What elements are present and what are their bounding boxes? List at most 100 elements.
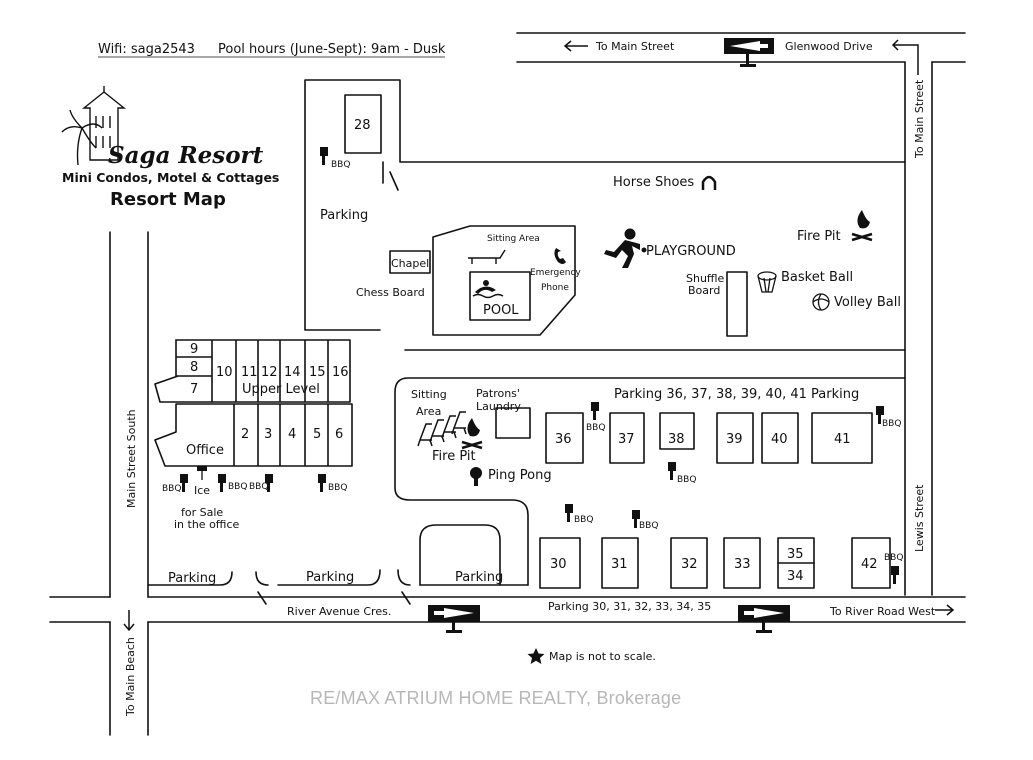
chess-board-label: Chess Board: [356, 286, 425, 299]
bbq-grill-icon: [218, 474, 226, 492]
north-lot-outline: [304, 79, 906, 331]
ping-pong-icon: [470, 467, 482, 486]
phone-icon: [554, 248, 566, 264]
bbq-label: BBQ: [228, 482, 247, 492]
volley-ball-label: Volley Ball: [834, 295, 901, 310]
unit-2: 2: [241, 427, 249, 442]
unit-12: 12: [261, 365, 278, 380]
bbq-grill-icon: [591, 402, 599, 420]
central-block-outline: [394, 377, 906, 586]
one-way-sign-icon: [724, 38, 774, 67]
pool-rect: [469, 271, 531, 321]
brand-tagline: Mini Condos, Motel & Cottages: [62, 170, 279, 185]
unit-40: 40: [771, 432, 788, 447]
unit-30: 30: [550, 557, 567, 572]
bbq-label: BBQ: [884, 553, 903, 563]
chapel-box: [389, 250, 431, 274]
bbq-label: BBQ: [586, 423, 605, 433]
emergency-label: Emergency: [530, 268, 581, 278]
laundry-label: Laundry: [476, 400, 521, 413]
resort-tower-logo: [82, 86, 126, 161]
bbq-grill-icon: [891, 566, 899, 584]
to-main-beach-label: To Main Beach: [124, 637, 137, 717]
unit-16: 16: [332, 365, 349, 380]
unit-32-box: [670, 537, 708, 589]
unit-34: 34: [787, 569, 804, 584]
phone-label: Phone: [541, 283, 569, 293]
one-way-sign-icon: [428, 605, 480, 633]
unit-39-box: [716, 412, 754, 464]
glenwood-drive-road: [516, 32, 966, 63]
campfire-icon: [851, 210, 873, 242]
unit-33: 33: [734, 557, 751, 572]
unit-5: 5: [313, 427, 321, 442]
bbq-grill-icon: [565, 504, 573, 522]
parking-curbs: [147, 569, 529, 586]
sunbed-icon: [468, 249, 506, 264]
parking-label-north: Parking: [320, 208, 368, 223]
right-vertical-road: [904, 61, 933, 596]
unit-38: 38: [668, 432, 685, 447]
playground-label: PLAYGROUND: [646, 244, 736, 259]
fire-pit-bottom-label: Fire Pit: [432, 449, 476, 464]
parking-row-30-35-label: Parking 30, 31, 32, 33, 34, 35: [548, 600, 711, 613]
units-9-8-7: [154, 339, 213, 403]
office-label: Office: [186, 443, 224, 458]
lewis-street-label: Lewis Street: [913, 484, 926, 552]
basket-ball-label: Basket Ball: [781, 270, 853, 285]
chapel-label: Chapel: [391, 257, 429, 270]
unit-8: 8: [190, 360, 198, 375]
arrow-icon: [891, 39, 919, 75]
pool-label: POOL: [483, 303, 519, 318]
ice-label: Ice: [194, 484, 210, 497]
unit-30-box: [539, 537, 581, 589]
parking-label-left2: Parking: [306, 570, 354, 585]
unit-41-box: [811, 412, 873, 464]
unit-39: 39: [726, 432, 743, 447]
parking-row-36-41-label: Parking 36, 37, 38, 39, 40, 41 Parking: [614, 387, 859, 402]
river-avenue-road: [49, 596, 966, 623]
for-sale-label: for Sale: [181, 506, 223, 519]
lower-level-block: [154, 403, 353, 467]
bbq-grill-icon: [632, 510, 640, 528]
unit-42: 42: [861, 557, 878, 572]
bbq-label: BBQ: [882, 419, 901, 429]
sunbed-icon: [417, 411, 467, 447]
unit-31: 31: [611, 557, 628, 572]
unit-38-box: [659, 412, 695, 450]
bbq-label: BBQ: [162, 484, 181, 494]
brand-subtitle: Resort Map: [110, 189, 226, 210]
star-icon: [527, 648, 545, 664]
unit-37: 37: [618, 432, 635, 447]
unit-28-box: [344, 94, 382, 154]
laundry-box: [495, 407, 531, 439]
runner-icon: [604, 228, 647, 268]
arrow-icon: [563, 40, 588, 52]
unit-4: 4: [288, 427, 296, 442]
bbq-label: BBQ: [677, 475, 696, 485]
river-avenue-label: River Avenue Cres.: [287, 605, 391, 618]
unit-11: 11: [241, 365, 258, 380]
unit-33-box: [723, 537, 761, 589]
bbq-label: BBQ: [639, 521, 658, 531]
ice-marker: [197, 466, 207, 471]
unit-36-box: [545, 412, 584, 464]
ping-pong-label: Ping Pong: [488, 468, 552, 483]
scale-note: Map is not to scale.: [549, 650, 656, 663]
bbq-grill-icon: [180, 474, 188, 492]
upper-level-block: [175, 339, 351, 403]
shuffle-label: Shuffle: [686, 272, 725, 285]
unit-31-box: [601, 537, 639, 589]
bbq-grill-icon: [876, 406, 884, 424]
basketball-hoop-icon: [757, 271, 777, 293]
board-label: Board: [688, 284, 720, 297]
bbq-grill-icon: [318, 474, 326, 492]
watermark: RE/MAX ATRIUM HOME REALTY, Brokerage: [310, 688, 682, 708]
unit-41: 41: [834, 432, 851, 447]
area-label: Area: [416, 405, 441, 418]
swimmer-icon: [472, 280, 504, 299]
bbq-label: BBQ: [574, 515, 593, 525]
brand-name: Saga Resort: [108, 142, 264, 169]
bbq-label: BBQ: [249, 482, 268, 492]
